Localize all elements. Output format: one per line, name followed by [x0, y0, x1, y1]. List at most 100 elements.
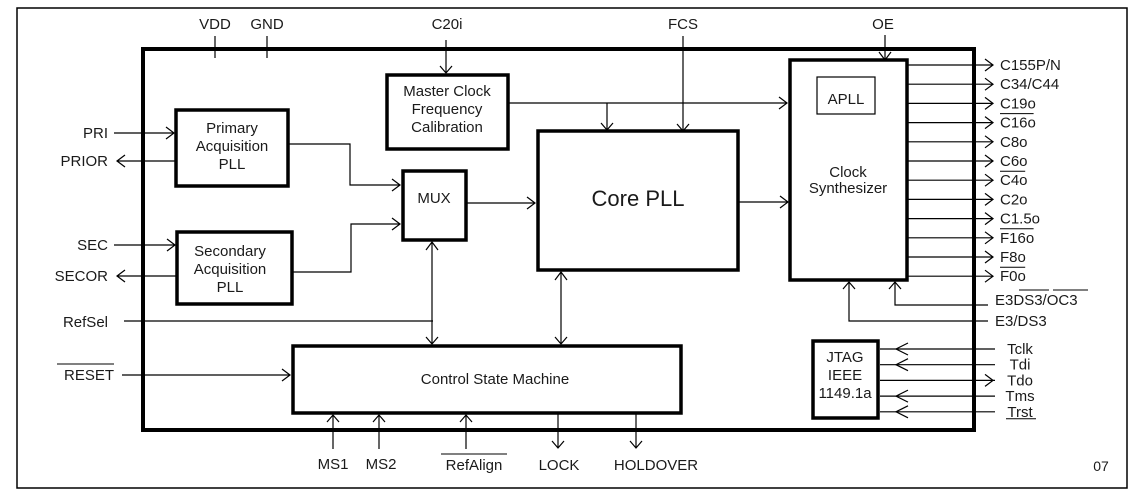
- jtag-line3: 1149.1a: [818, 385, 872, 402]
- master-clock-line3: Calibration: [411, 119, 483, 136]
- gnd-label: GND: [250, 16, 284, 33]
- primary-to-mux-line: [289, 143, 400, 186]
- jtag-pin-label: Tdi: [1010, 357, 1031, 374]
- e3ds3-oc3-label: E3DS3/OC3: [995, 292, 1078, 309]
- sec-arrow-icon: [166, 238, 176, 252]
- master-clock-line2: Frequency: [412, 101, 483, 118]
- output-pins: C155P/NC34/C44C19oC16oC8oC6oC4oC2oC1.5oF…: [908, 57, 1061, 285]
- output-arrow-icon: [984, 135, 994, 149]
- output-arrow-icon: [984, 116, 994, 130]
- master-clock-line1: Master Clock: [403, 83, 491, 100]
- pri-label: PRI: [83, 125, 108, 142]
- core-to-synth-arrow-icon: [779, 195, 789, 209]
- ms1-label: MS1: [318, 456, 349, 473]
- jtag-in-arrow-icon: [894, 405, 909, 419]
- output-pin-label: C155P/N: [1000, 57, 1061, 74]
- primary-pll-line3: PLL: [219, 156, 246, 173]
- ms1-arrow-icon: [326, 414, 340, 423]
- core-control-up-arrow-icon: [554, 271, 568, 281]
- jtag-in-arrow-icon: [894, 342, 909, 356]
- holdover-arrow-icon: [629, 440, 643, 449]
- e3ds3-oc3-prefix: E3: [995, 292, 1013, 309]
- control-state-machine-block: [291, 344, 683, 415]
- secondary-pll-line3: PLL: [217, 279, 244, 296]
- jtag-in-arrow-icon: [894, 358, 909, 372]
- jtag-line2: IEEE: [828, 367, 862, 384]
- ms2-label: MS2: [366, 456, 397, 473]
- primary-acquisition-pll-block: [174, 108, 290, 188]
- output-arrow-icon: [984, 58, 994, 72]
- mux-control-up-arrow-icon: [425, 241, 439, 251]
- output-pin-label: C6o: [1000, 153, 1028, 170]
- output-pin-label: C1.5o: [1000, 211, 1040, 228]
- output-arrow-icon: [984, 250, 994, 264]
- output-arrow-icon: [984, 212, 994, 226]
- secondary-pll-line1: Secondary: [194, 243, 266, 260]
- apll-block: [816, 76, 876, 115]
- core-pll-label: Core PLL: [592, 186, 685, 211]
- refalign-label: RefAlign: [446, 457, 503, 474]
- holdover-label: HOLDOVER: [614, 457, 698, 474]
- refalign-arrow-icon: [459, 414, 473, 423]
- mux-to-core-arrow-icon: [526, 196, 536, 210]
- reset-label: RESET: [64, 367, 114, 384]
- prior-label: PRIOR: [60, 153, 108, 170]
- output-arrow-icon: [984, 192, 994, 206]
- clock-synth-line1: Clock: [829, 164, 867, 181]
- output-arrow-icon: [984, 96, 994, 110]
- primary-to-mux-arrow-icon: [391, 178, 401, 192]
- e3ds3-oc3-mid: DS3/: [1013, 292, 1047, 309]
- output-arrow-icon: [984, 173, 994, 187]
- master-clock-to-synth-arrow-icon: [778, 96, 788, 110]
- refsel-label: RefSel: [63, 314, 108, 331]
- sec-label: SEC: [77, 237, 108, 254]
- core-pll-block: [536, 129, 740, 272]
- lock-label: LOCK: [539, 457, 580, 474]
- e3ds3-oc3-line: [894, 282, 988, 306]
- pri-arrow-icon: [165, 126, 175, 140]
- jtag-pin-label: Tdo: [1007, 372, 1033, 389]
- c20i-arrow-icon: [439, 65, 453, 74]
- e3ds3-oc3-arrow-icon: [888, 281, 902, 290]
- lock-arrow-icon: [551, 440, 565, 449]
- clock-synth-line2: Synthesizer: [809, 180, 887, 197]
- jtag-pin-label: Trst: [1007, 404, 1033, 421]
- output-arrow-icon: [984, 231, 994, 245]
- core-control-down-arrow-icon: [554, 336, 568, 345]
- output-pin-label: F8o: [1000, 249, 1026, 266]
- figure-frame: [16, 7, 1128, 489]
- output-pin-label: C8o: [1000, 134, 1028, 151]
- jtag-pin-label: Tms: [1005, 388, 1034, 405]
- jtag-pin-label: Tclk: [1007, 341, 1033, 358]
- master-clock-calibration-block: [385, 73, 510, 151]
- fcs-label: FCS: [668, 16, 698, 33]
- primary-pll-line1: Primary: [206, 120, 258, 137]
- output-pin-label: C4o: [1000, 172, 1028, 189]
- oe-label: OE: [872, 16, 894, 33]
- primary-pll-line2: Acquisition: [196, 138, 269, 155]
- c20i-label: C20i: [432, 16, 463, 33]
- secondary-acquisition-pll-block: [175, 230, 294, 306]
- mux-control-down-arrow-icon: [425, 336, 439, 345]
- secondary-to-mux-line: [293, 223, 400, 273]
- e3ds3-oc3-bar: OC3: [1047, 292, 1078, 309]
- secondary-pll-line2: Acquisition: [194, 261, 267, 278]
- output-pin-label: F0o: [1000, 268, 1026, 285]
- secor-arrow-icon: [116, 269, 126, 283]
- mux-label: MUX: [417, 190, 450, 207]
- output-pin-label: C34/C44: [1000, 76, 1059, 93]
- output-pin-label: C2o: [1000, 191, 1028, 208]
- output-pin-label: F16o: [1000, 230, 1034, 247]
- vdd-label: VDD: [199, 16, 231, 33]
- prior-arrow-icon: [116, 154, 126, 168]
- jtag-in-arrow-icon: [894, 389, 909, 403]
- e3-ds3-line: [848, 282, 988, 322]
- output-arrow-icon: [984, 269, 994, 283]
- reset-arrow-icon: [281, 368, 291, 382]
- mux-block: [401, 169, 468, 242]
- output-pin-label: C16o: [1000, 115, 1036, 132]
- jtag-block: [811, 339, 880, 420]
- output-arrow-icon: [984, 154, 994, 168]
